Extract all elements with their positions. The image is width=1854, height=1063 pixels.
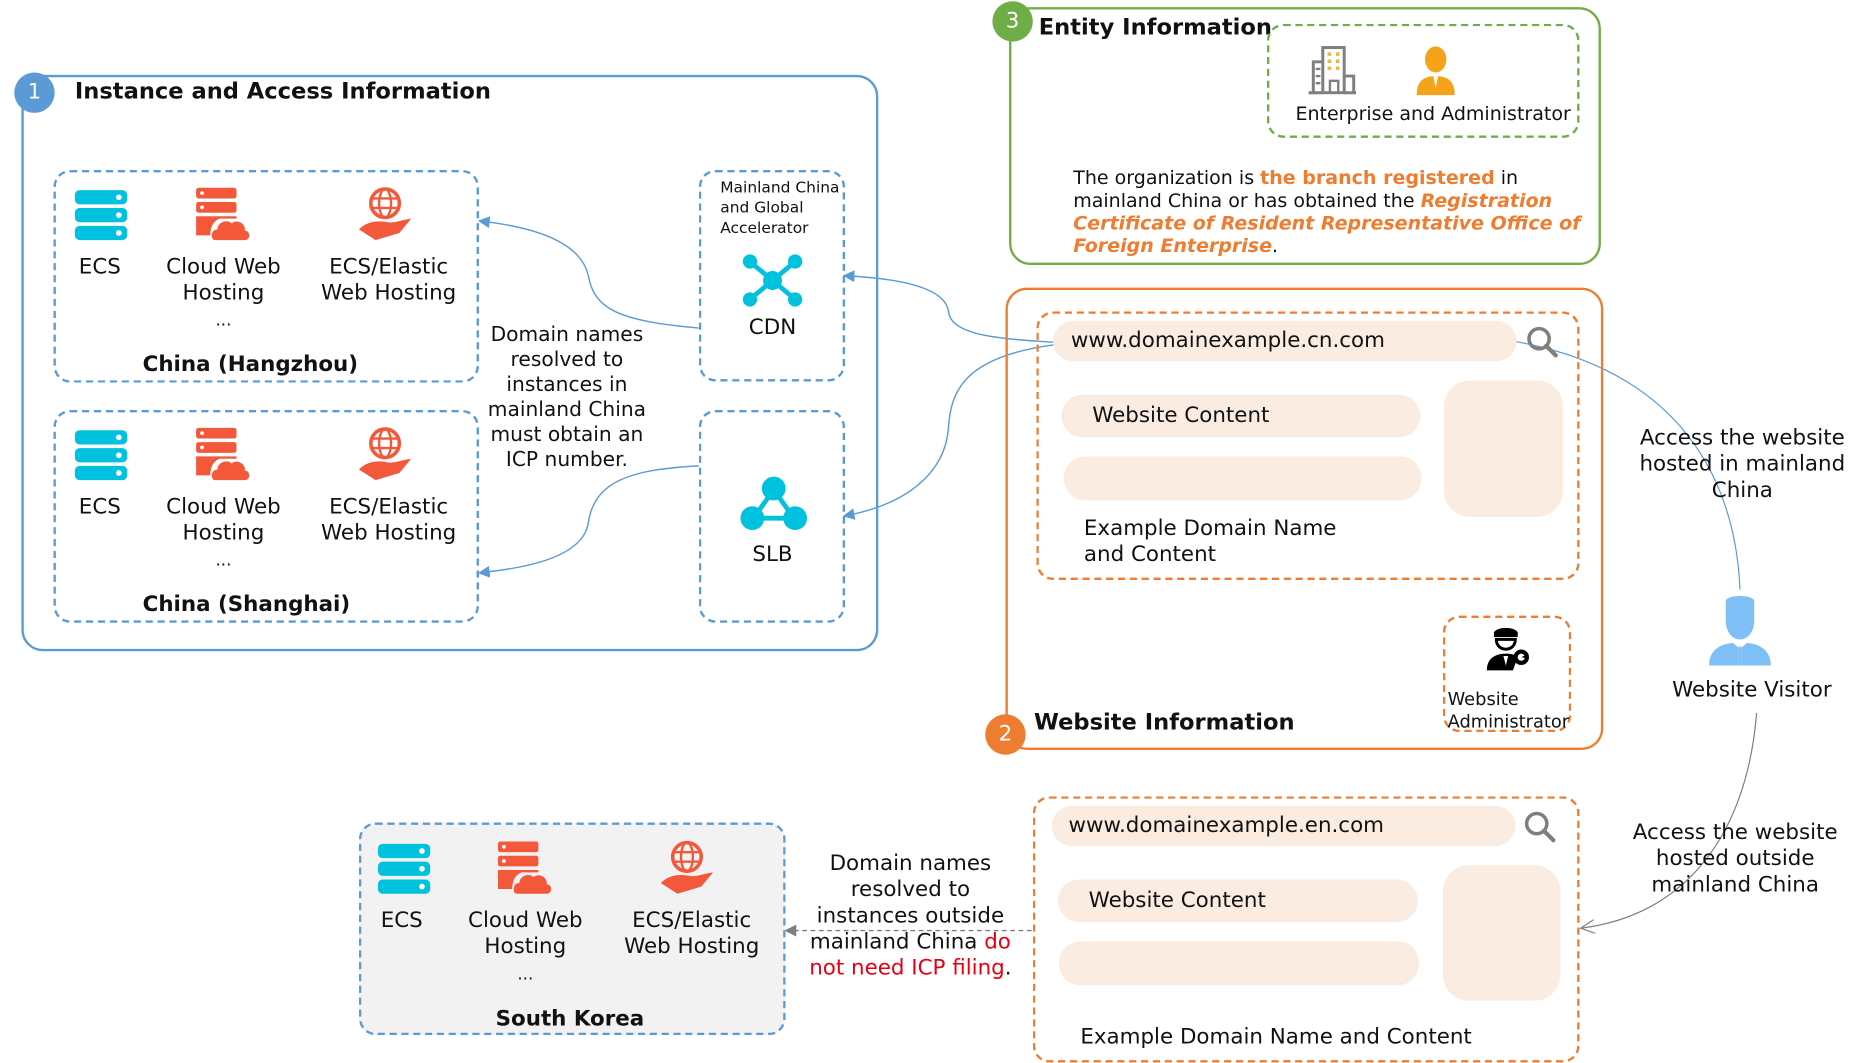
service-label-cloud-web-hosting: Cloud Web Hosting ... <box>166 254 281 331</box>
cn-website-mockup <box>1036 311 1580 580</box>
service-label-cloud-web-hosting: Cloud Web Hosting ... <box>166 494 281 571</box>
section-3-badge: 3 <box>992 1 1033 42</box>
region-shanghai-box <box>53 410 479 623</box>
accelerator-cdn-box <box>698 169 846 382</box>
section-2-title: Website Information <box>1033 709 1295 736</box>
slb-box <box>698 410 846 623</box>
website-administrator-label: Website Administrator <box>1447 688 1570 733</box>
website-visitor-icon <box>1709 596 1771 666</box>
service-label-elastic-web-hosting: ECS/Elastic Web Hosting <box>321 494 457 546</box>
en-site-caption: Example Domain Name and Content <box>1080 1024 1472 1050</box>
website-administrator-icon <box>1486 627 1530 671</box>
section-2-badge: 2 <box>985 714 1026 755</box>
en-content-image-placeholder <box>1442 865 1561 1001</box>
section-3-title: Entity Information <box>1038 14 1273 41</box>
access-outside-note: Access the website hosted outside mainla… <box>1632 820 1838 898</box>
slb-load-balancer-icon <box>740 476 807 531</box>
entity-description: The organization is the branch registere… <box>1073 166 1581 257</box>
cloud-web-hosting-icon <box>196 427 250 481</box>
ecs-server-icon <box>74 430 128 481</box>
cn-content-image-placeholder <box>1444 380 1563 517</box>
website-administrator-box <box>1442 615 1572 733</box>
en-content-placeholder-bar <box>1058 941 1420 986</box>
website-visitor-label: Website Visitor <box>1672 677 1832 703</box>
elastic-web-hosting-icon <box>358 187 412 241</box>
service-label-ecs: ECS <box>78 494 121 520</box>
no-icp-required-note: Domain names resolved to instances outsi… <box>809 850 1012 981</box>
service-label-cloud-web-hosting: Cloud Web Hosting ... <box>468 908 583 985</box>
cn-content-placeholder-bar <box>1063 456 1422 501</box>
cdn-label: CDN <box>748 314 797 340</box>
service-label-elastic-web-hosting: ECS/Elastic Web Hosting <box>624 908 760 960</box>
region-name-south-korea: South Korea <box>495 1006 645 1032</box>
search-icon <box>1527 326 1558 358</box>
en-domain-address-bar: www.domainexample.en.com <box>1051 805 1516 847</box>
entity-box <box>1266 23 1580 138</box>
elastic-web-hosting-icon <box>660 840 714 894</box>
cn-site-caption: Example Domain Name and Content <box>1083 515 1337 567</box>
section-1-badge: 1 <box>14 72 55 113</box>
slb-label: SLB <box>752 541 793 567</box>
region-name-hangzhou: China (Hangzhou) <box>142 351 359 377</box>
entity-info-panel <box>1009 7 1601 266</box>
icp-required-note: Domain names resolved to instances in ma… <box>487 323 647 472</box>
entity-label: Enterprise and Administrator <box>1295 102 1571 125</box>
service-label-ecs: ECS <box>380 908 423 933</box>
instance-access-panel <box>21 74 879 652</box>
administrator-person-icon <box>1416 46 1455 96</box>
ecs-server-icon <box>377 843 431 894</box>
cn-domain-address-bar: www.domainexample.cn.com <box>1053 320 1517 362</box>
region-south-korea-box <box>358 822 786 1036</box>
ecs-server-icon <box>74 190 128 241</box>
accelerator-caption: Mainland China and Global Accelerator <box>720 179 840 238</box>
cloud-web-hosting-icon <box>497 841 552 894</box>
enterprise-building-icon <box>1308 46 1357 95</box>
access-mainland-note: Access the website hosted in mainland Ch… <box>1639 425 1846 503</box>
cdn-network-icon <box>742 254 803 307</box>
elastic-web-hosting-icon <box>358 427 412 481</box>
search-icon <box>1524 811 1556 843</box>
en-website-content-bar: Website Content <box>1057 879 1418 923</box>
cn-website-content-bar: Website Content <box>1061 394 1421 438</box>
website-info-panel <box>1005 287 1604 750</box>
region-name-shanghai: China (Shanghai) <box>142 591 351 617</box>
service-label-ecs: ECS <box>78 254 121 280</box>
region-hangzhou-box <box>53 169 479 383</box>
cloud-web-hosting-icon <box>196 187 250 241</box>
section-1-title: Instance and Access Information <box>74 78 491 105</box>
service-label-elastic-web-hosting: ECS/Elastic Web Hosting <box>321 254 457 306</box>
